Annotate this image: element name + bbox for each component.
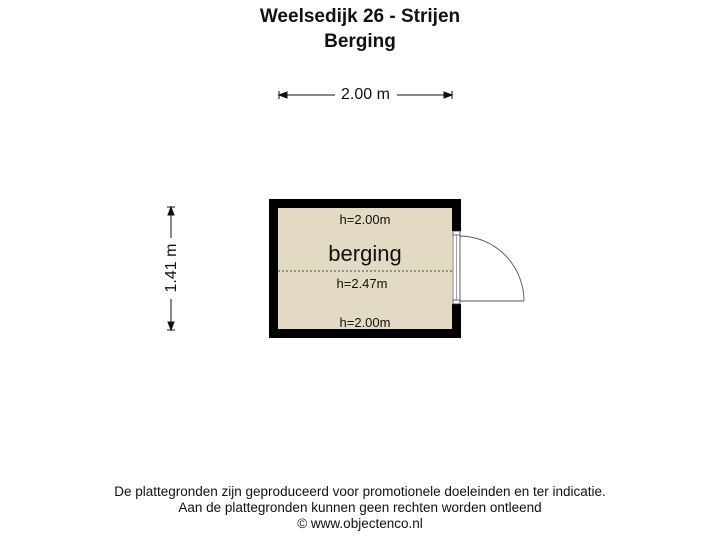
depth-dimension-label: 1.41 m [163,240,181,296]
width-dimension-label: 2.00 m [337,86,394,103]
room-floor [278,208,452,329]
plan-address-title: Weelsedijk 26 - Strijen [259,6,461,27]
width-dimension: 2.00 m [277,84,454,106]
door [452,230,525,305]
width-dimension-line [277,91,454,99]
copyright-line: © www.objectenco.nl [297,516,423,531]
disclaimer-line-1: De plattegronden zijn geproduceerd voor … [114,484,606,499]
plan-room-title: Berging [324,31,396,52]
room-walls [269,199,461,338]
height-label-ridge: h=2.47m [336,276,388,291]
height-label-bottom: h=2.00m [339,315,391,330]
height-label-top: h=2.00m [339,212,391,227]
room-name-label: berging [328,241,402,266]
disclaimer-line-2: Aan de plattegronden kunnen geen rechten… [178,500,542,515]
depth-dimension-line [167,205,175,332]
